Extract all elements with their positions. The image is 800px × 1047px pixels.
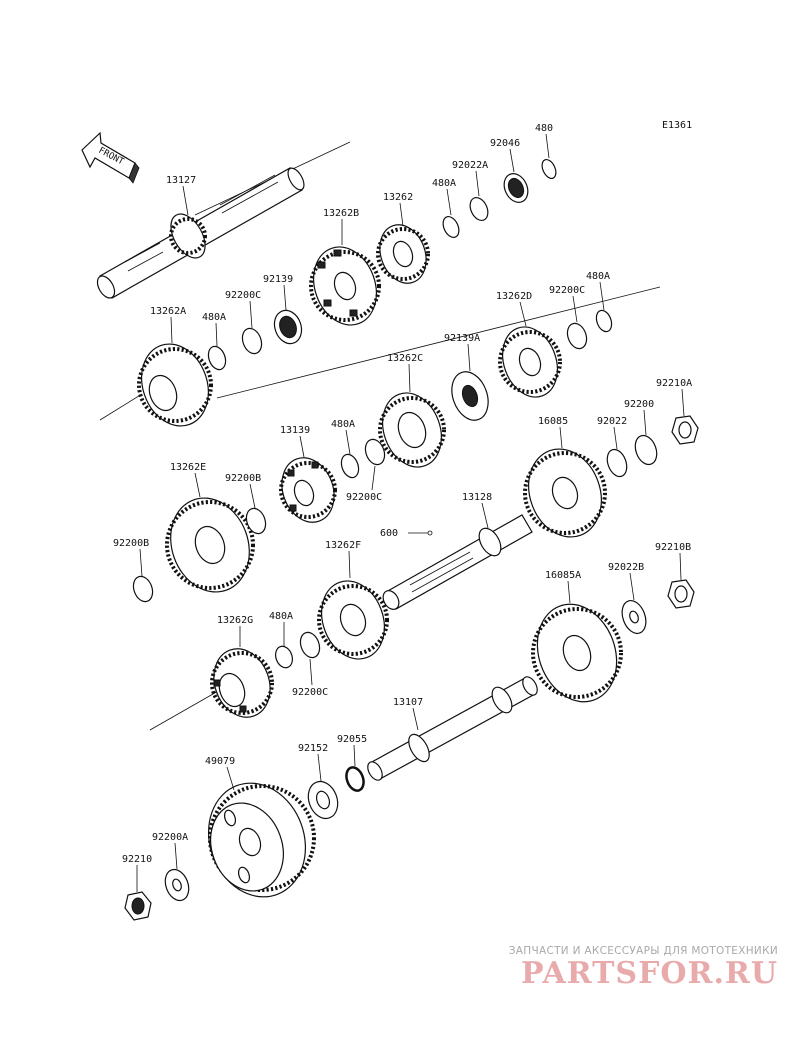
label-92046: 92046 bbox=[490, 138, 520, 149]
nut-92210A bbox=[671, 415, 699, 445]
label-92022: 92022 bbox=[597, 416, 627, 427]
label-92055: 92055 bbox=[337, 734, 367, 745]
circlip-480-top bbox=[541, 158, 557, 180]
label-480A-b: 480A bbox=[202, 312, 226, 323]
gear-13262B bbox=[309, 246, 381, 326]
label-13262C: 13262C bbox=[387, 353, 423, 364]
label-13139: 13139 bbox=[280, 425, 310, 436]
washer-92022A bbox=[469, 197, 489, 221]
circlip-480A-b bbox=[207, 345, 227, 371]
gear-16085 bbox=[523, 448, 607, 538]
gear-13262 bbox=[376, 224, 430, 284]
shaft-13127 bbox=[96, 167, 305, 299]
label-92200B-b: 92200B bbox=[113, 538, 149, 549]
label-13128: 13128 bbox=[462, 492, 492, 503]
label-92200: 92200 bbox=[624, 399, 654, 410]
label-92200C-a: 92200C bbox=[225, 290, 261, 301]
bearing-92046 bbox=[503, 173, 529, 203]
label-92210B: 92210B bbox=[655, 542, 691, 553]
circlip-480A-top bbox=[442, 216, 460, 238]
label-13107: 13107 bbox=[393, 697, 423, 708]
nut-92210B bbox=[667, 579, 695, 609]
sprocket-49079 bbox=[207, 782, 316, 898]
shaft-13128 bbox=[382, 514, 533, 610]
circlip-480A-e bbox=[274, 645, 294, 669]
watermark: ЗАПЧАСТИ И АКСЕССУАРЫ ДЛЯ МОТОТЕХНИКИ PA… bbox=[478, 945, 778, 991]
washer-92200A bbox=[164, 868, 190, 902]
label-480A-d: 480A bbox=[331, 419, 355, 430]
label-49079: 49079 bbox=[205, 756, 235, 767]
diagram-code: E1361 bbox=[662, 120, 692, 131]
label-13262: 13262 bbox=[383, 192, 413, 203]
bushing-92139A bbox=[451, 371, 489, 421]
gear-13139 bbox=[279, 457, 337, 523]
label-92200C-b: 92200C bbox=[549, 285, 585, 296]
label-92022B: 92022B bbox=[608, 562, 644, 573]
gear-13262C bbox=[378, 392, 446, 468]
gear-13262F bbox=[317, 580, 389, 660]
label-13262F: 13262F bbox=[325, 540, 361, 551]
washer-92200C-a bbox=[241, 327, 263, 355]
label-13262B: 13262B bbox=[323, 208, 359, 219]
washer-92200C-c bbox=[364, 438, 386, 466]
washer-92200B-b bbox=[132, 575, 154, 603]
shaft-13107 bbox=[367, 676, 538, 781]
nut-92210 bbox=[124, 891, 152, 921]
label-13262E: 13262E bbox=[170, 462, 206, 473]
label-480-top: 480 bbox=[535, 123, 553, 134]
label-480A-top: 480A bbox=[432, 178, 456, 189]
label-13262D: 13262D bbox=[496, 291, 532, 302]
label-16085A: 16085A bbox=[545, 570, 581, 581]
label-92200C-d: 92200C bbox=[292, 687, 328, 698]
label-92200B-a: 92200B bbox=[225, 473, 261, 484]
circlip-480A-c bbox=[595, 309, 613, 333]
washer-92022 bbox=[606, 448, 628, 478]
label-480A-c: 480A bbox=[586, 271, 610, 282]
label-600: 600 bbox=[380, 528, 398, 539]
washer-92200B-a bbox=[245, 507, 267, 535]
washer-92200C-d bbox=[299, 631, 321, 659]
label-92139A: 92139A bbox=[444, 333, 480, 344]
label-13127: 13127 bbox=[166, 175, 196, 186]
gear-16085A bbox=[531, 603, 623, 703]
label-13262G: 13262G bbox=[217, 615, 253, 626]
needle-bearing-92139 bbox=[273, 309, 303, 345]
circlip-480A-d bbox=[340, 453, 360, 479]
label-92200C-c: 92200C bbox=[346, 492, 382, 503]
label-92200A: 92200A bbox=[152, 832, 188, 843]
label-13262A: 13262A bbox=[150, 306, 186, 317]
gear-13262E bbox=[165, 497, 255, 593]
front-arrow-icon: FRONT bbox=[81, 131, 140, 184]
leader-600-dot bbox=[427, 530, 433, 536]
gear-13262G bbox=[210, 648, 274, 718]
collar-92152 bbox=[307, 780, 339, 820]
washer-92200C-b bbox=[566, 322, 588, 350]
label-16085: 16085 bbox=[538, 416, 568, 427]
washer-92200 bbox=[634, 434, 658, 466]
watermark-caption: ЗАПЧАСТИ И АКСЕССУАРЫ ДЛЯ МОТОТЕХНИКИ bbox=[508, 945, 778, 957]
washer-92022B bbox=[621, 599, 647, 635]
label-92139: 92139 bbox=[263, 274, 293, 285]
label-92210: 92210 bbox=[122, 854, 152, 865]
label-92022A: 92022A bbox=[452, 160, 488, 171]
label-92152: 92152 bbox=[298, 743, 328, 754]
oring-92055 bbox=[345, 766, 365, 792]
label-92210A: 92210A bbox=[656, 378, 692, 389]
gear-13262A bbox=[137, 343, 213, 427]
gear-13262D bbox=[498, 326, 562, 398]
watermark-logo: PARTSFOR.RU bbox=[521, 956, 778, 991]
label-480A-e: 480A bbox=[269, 611, 293, 622]
part-labels: 13127 13262 13262B 480A 92022A 92046 480… bbox=[113, 123, 692, 892]
